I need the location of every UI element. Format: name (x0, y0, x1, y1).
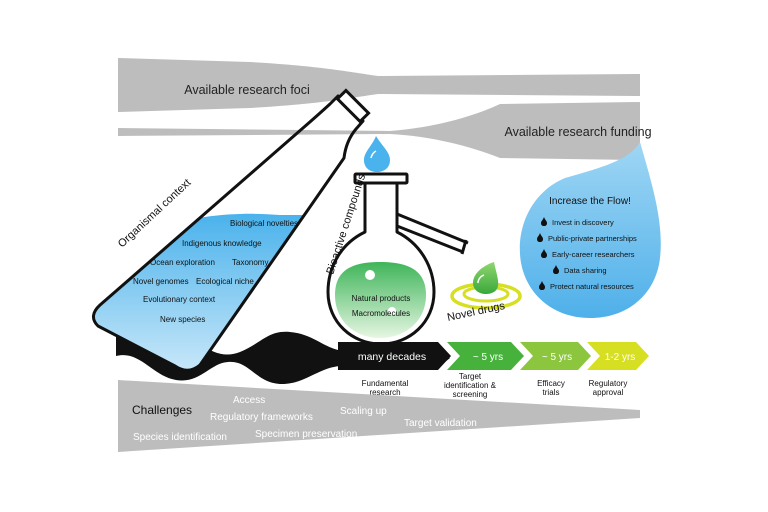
research-foci-label: Available research foci (184, 83, 310, 97)
drop-bullet-icon (541, 217, 547, 226)
novel-drug-drop (450, 262, 522, 310)
wave-ribbon (116, 317, 450, 384)
stage-label: screening (453, 390, 488, 399)
flask-item: Macromolecules (352, 309, 410, 318)
flow-drop-item: Invest in discovery (552, 218, 614, 227)
flow-drop-item: Data sharing (564, 266, 607, 275)
timeline: many decades ~ 5 yrs ~ 5 yrs 1-2 yrs (338, 342, 649, 370)
flask-item: Natural products (352, 294, 411, 303)
timeline-stage-4 (587, 342, 649, 370)
research-foci-band (118, 58, 640, 112)
flow-drop-list: Invest in discovery Public-private partn… (537, 217, 637, 291)
timeline-stage-3 (520, 342, 591, 370)
bottle-item: Ocean exploration (150, 258, 215, 267)
flask-title: Bioactive compounds (324, 172, 368, 276)
novel-drugs-label: Novel drugs (446, 300, 506, 324)
bottle-cork (335, 88, 371, 124)
timeline-stage-2 (447, 342, 524, 370)
bottle-item: Taxonomy (232, 258, 268, 267)
stage-label: Fundamental (362, 379, 409, 388)
challenge-item: Species identification (133, 432, 227, 443)
flow-drop-item: Early-career researchers (552, 250, 635, 259)
bottle-item: Evolutionary context (143, 295, 216, 304)
challenge-item: Target validation (404, 418, 477, 429)
timeline-duration: ~ 5 yrs (542, 352, 572, 363)
bottle-item: Novel genomes (133, 277, 189, 286)
increase-flow-drop (519, 142, 661, 318)
stage-label: Target (459, 372, 482, 381)
stage-label: Efficacy (537, 379, 565, 388)
drug-drop-icon (473, 262, 499, 294)
bottle-item: Indigenous knowledge (182, 239, 262, 248)
research-funding-label: Available research funding (504, 125, 651, 139)
stage-label: Regulatory (589, 379, 628, 388)
bottle-item: New species (160, 315, 205, 324)
timeline-duration: many decades (358, 351, 426, 363)
stage-label: identification & (444, 381, 497, 390)
flow-drop-item: Protect natural resources (550, 282, 634, 291)
challenge-item: Regulatory frameworks (210, 412, 313, 423)
drop-bullet-icon (541, 249, 547, 258)
bottle-item: Biological novelties (230, 219, 298, 228)
stage-label: research (369, 388, 400, 397)
flow-drop-title: Increase the Flow! (549, 196, 631, 207)
flask-liquid (335, 262, 426, 338)
challenges-title: Challenges (132, 403, 192, 417)
drop-bullet-icon (537, 233, 543, 242)
challenges-wedge (118, 380, 640, 452)
bottle-item: Ecological niche (196, 277, 254, 286)
challenge-item: Access (233, 395, 265, 406)
flow-drop-item: Public-private partnerships (548, 234, 637, 243)
challenge-item: Scaling up (340, 406, 387, 417)
drop-bullet-icon (553, 265, 559, 274)
timeline-stage-1 (338, 342, 451, 370)
timeline-duration: ~ 5 yrs (473, 352, 503, 363)
water-droplet-icon (364, 136, 390, 172)
stage-label: approval (593, 388, 624, 397)
stage-label: trials (543, 388, 560, 397)
research-funding-band (118, 102, 640, 160)
challenge-item: Specimen preservation (255, 429, 357, 440)
drop-bullet-icon (539, 281, 545, 290)
timeline-duration: 1-2 yrs (605, 352, 636, 363)
